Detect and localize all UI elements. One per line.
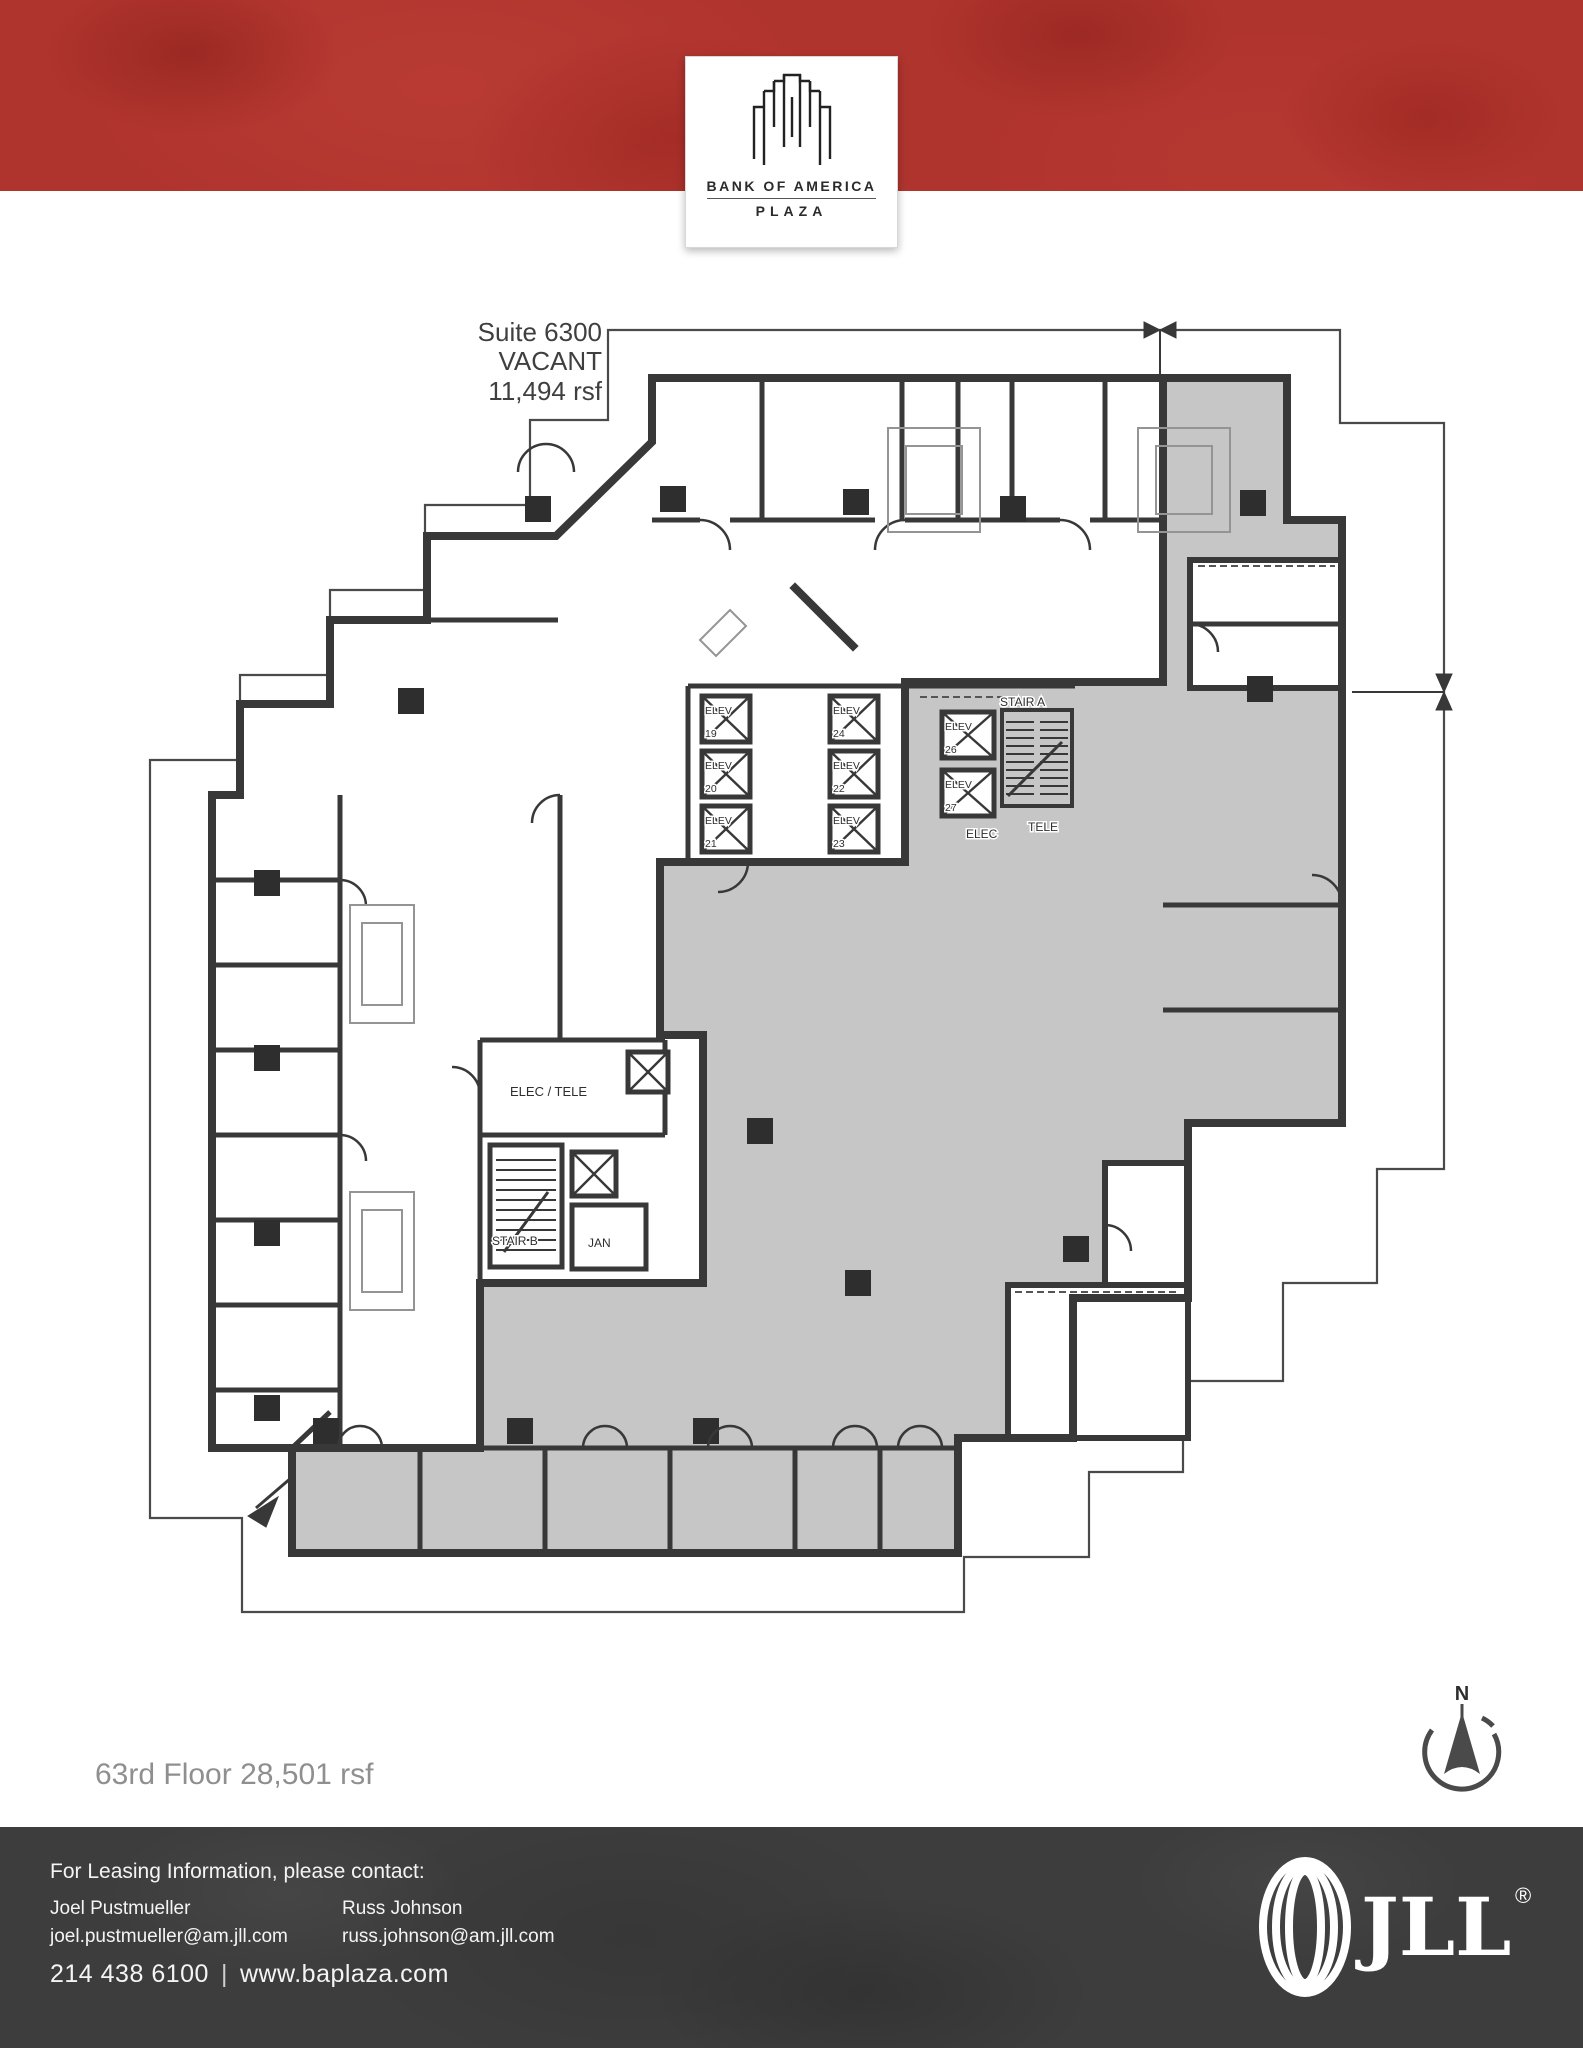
svg-text:26: 26: [945, 744, 957, 756]
interior-partitions: [212, 378, 1342, 1553]
svg-text:22: 22: [833, 783, 845, 795]
jll-text: JLL: [1355, 1880, 1511, 1974]
columns: [254, 486, 1273, 1444]
svg-text:ELEV: ELEV: [705, 760, 732, 772]
elev19-label: ELEV: [705, 705, 732, 717]
millwork-dashed: [920, 565, 1335, 1293]
stair-b-label: STAIR B: [492, 1234, 538, 1248]
svg-text:23: 23: [833, 838, 845, 850]
jll-registered-mark: ®: [1515, 1883, 1531, 1908]
plan-labels: ELEV 19 ELEV 20 ELEV 21 ELEV 24 ELEV 22 …: [491, 694, 1060, 1252]
svg-text:ELEV: ELEV: [945, 779, 972, 791]
building-icon: [752, 73, 831, 165]
contact-email[interactable]: joel.pustmueller@am.jll.com: [50, 1925, 288, 1947]
compass: N: [1422, 1682, 1502, 1792]
compass-arrow-icon: [1444, 1712, 1480, 1774]
svg-text:ELEV: ELEV: [833, 760, 860, 772]
contact-russ: Russ Johnson russ.johnson@am.jll.com: [342, 1895, 555, 1950]
svg-text:ELEV: ELEV: [833, 705, 860, 717]
suite-area: 11,494 rsf: [488, 375, 602, 406]
suite-callout: Suite 6300 VACANT 11,494 rsf: [400, 317, 602, 406]
svg-text:27: 27: [945, 802, 957, 814]
svg-text:21: 21: [705, 838, 717, 850]
stair-a-label: STAIR A: [1000, 695, 1045, 709]
footer: For Leasing Information, please contact:…: [0, 1827, 1583, 2048]
floor-label: 63rd Floor 28,501 rsf: [95, 1758, 374, 1791]
svg-text:20: 20: [705, 783, 717, 795]
furniture: [349, 427, 1231, 1311]
svg-text:19: 19: [705, 728, 717, 740]
suite-status: VACANT: [498, 346, 602, 377]
contact-email[interactable]: russ.johnson@am.jll.com: [342, 1925, 555, 1947]
elec-tele-label: ELEC / TELE: [510, 1084, 587, 1099]
phone-website-line: 214 438 6100 | www.baplaza.com: [50, 1960, 449, 1989]
suite-number: Suite 6300: [477, 317, 602, 347]
building-logo-card: BANK OF AMERICA PLAZA: [685, 56, 898, 248]
building-name: BANK OF AMERICA: [706, 178, 877, 199]
svg-text:ELEV: ELEV: [705, 815, 732, 827]
elevator-bank: [569, 693, 997, 1199]
phone-number: 214 438 6100: [50, 1960, 209, 1988]
compass-n-label: N: [1455, 1683, 1469, 1705]
dimension-markers: [247, 321, 1453, 1528]
jll-logo: JLL ®: [1243, 1855, 1543, 2010]
building-subname: PLAZA: [755, 203, 828, 219]
footer-heading: For Leasing Information, please contact:: [50, 1860, 425, 1883]
svg-text:ELEV: ELEV: [833, 815, 860, 827]
elec-label: ELEC: [966, 827, 998, 841]
stair-b-treads: [496, 1159, 556, 1253]
tele-label: TELE: [1028, 820, 1058, 834]
jll-logo-icon: JLL ®: [1259, 1857, 1531, 1997]
website-link[interactable]: www.baplaza.com: [239, 1960, 449, 1988]
jan-label: JAN: [588, 1236, 611, 1250]
door-swings: [336, 442, 1344, 1449]
divider: |: [220, 1960, 228, 1988]
svg-text:24: 24: [833, 728, 845, 740]
svg-text:ELEV: ELEV: [945, 721, 972, 733]
contact-name: Joel Pustmueller: [50, 1898, 191, 1919]
contact-joel: Joel Pustmueller joel.pustmueller@am.jll…: [50, 1895, 288, 1950]
building-walls: [208, 374, 1346, 1557]
contact-name: Russ Johnson: [342, 1898, 463, 1919]
stair-a-treads: [1006, 721, 1068, 798]
